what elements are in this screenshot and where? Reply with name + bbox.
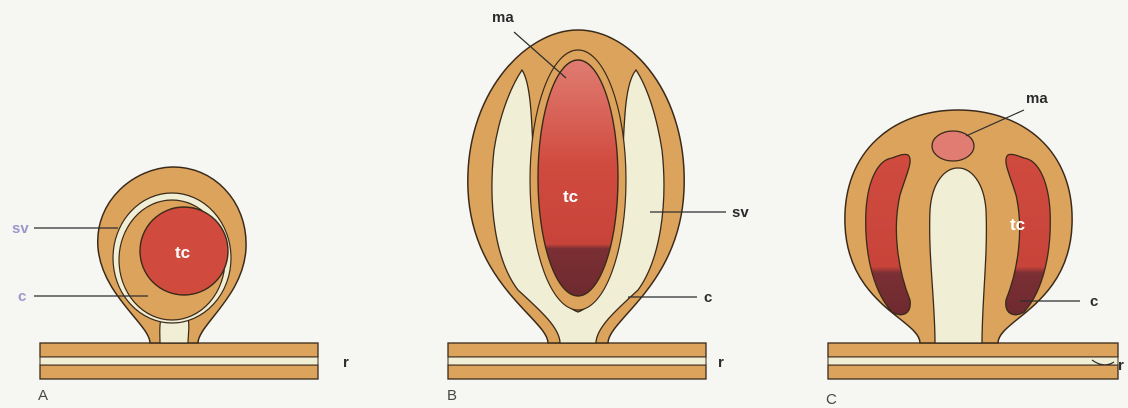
label-c-b: c bbox=[704, 289, 712, 306]
base-layer-top-a bbox=[40, 343, 318, 357]
panel-b: tc ma sv c r B bbox=[447, 9, 749, 404]
label-tc-b: tc bbox=[563, 187, 578, 206]
panel-letter-a: A bbox=[38, 387, 48, 404]
label-r-a: r bbox=[343, 354, 349, 371]
label-tc-c: tc bbox=[1010, 215, 1025, 234]
label-r-b: r bbox=[718, 354, 724, 371]
base-layer-top-b bbox=[448, 343, 706, 357]
panel-a: tc sv c r A bbox=[12, 167, 349, 404]
label-sv-a: sv bbox=[12, 220, 29, 237]
base-layer-bottom-a bbox=[40, 365, 318, 379]
central-cavity-c bbox=[930, 168, 987, 343]
label-sv-b: sv bbox=[732, 204, 749, 221]
base-layer-top-c bbox=[828, 343, 1118, 357]
tc-core-b bbox=[538, 60, 618, 296]
label-ma-c: ma bbox=[1026, 90, 1048, 107]
label-r-c: r bbox=[1118, 357, 1124, 374]
label-ma-b: ma bbox=[492, 9, 514, 26]
panel-letter-b: B bbox=[447, 387, 457, 404]
label-c-a: c bbox=[18, 288, 26, 305]
base-layer-bottom-c bbox=[828, 365, 1118, 379]
panel-letter-c: C bbox=[826, 391, 837, 408]
label-tc-a: tc bbox=[175, 243, 190, 262]
base-layer-bottom-b bbox=[448, 365, 706, 379]
panel-c: tc ma c r C bbox=[826, 90, 1124, 408]
label-c-c: c bbox=[1090, 293, 1098, 310]
